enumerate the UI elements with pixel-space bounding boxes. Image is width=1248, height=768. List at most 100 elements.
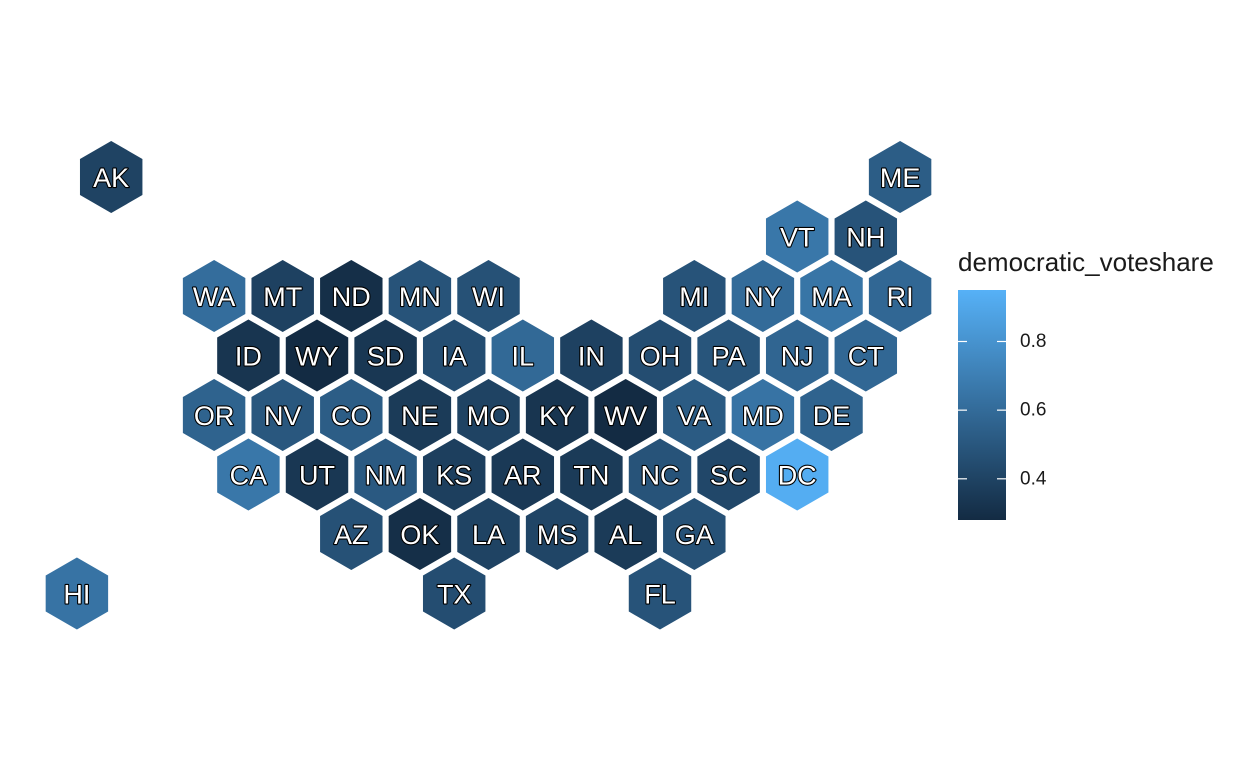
state-hex-va: VA xyxy=(660,376,729,454)
state-label: SC xyxy=(710,461,748,491)
state-label: AL xyxy=(609,520,642,550)
state-hex-sc: SC xyxy=(694,435,763,514)
state-label: MN xyxy=(399,282,441,312)
state-label: CO xyxy=(331,401,372,431)
state-hex-mn: MN xyxy=(386,257,454,335)
state-hex-nm: NM xyxy=(351,435,420,514)
hex-tile xyxy=(180,257,248,335)
state-label: DC xyxy=(778,461,817,491)
state-hex-wy: WY xyxy=(283,316,351,395)
state-label: MA xyxy=(811,282,852,312)
state-hex-or: OR xyxy=(180,376,248,454)
state-hex-fl: FL xyxy=(626,554,694,633)
hex-tile xyxy=(386,495,454,573)
hex-tile xyxy=(351,316,420,395)
state-hex-wa: WA xyxy=(180,257,248,335)
state-label: TN xyxy=(573,461,609,491)
state-label: MO xyxy=(467,401,511,431)
state-label: IA xyxy=(441,342,467,372)
state-hex-wv: WV xyxy=(591,376,660,454)
state-hex-ne: NE xyxy=(386,376,454,454)
state-label: NM xyxy=(365,461,407,491)
hex-tile xyxy=(351,435,420,514)
state-label: IN xyxy=(578,342,605,372)
hex-tile xyxy=(454,376,523,454)
hex-tile xyxy=(557,316,626,395)
state-label: AK xyxy=(93,163,129,193)
hex-tile xyxy=(489,435,557,514)
state-label: MS xyxy=(537,520,578,550)
state-label: VA xyxy=(677,401,711,431)
hex-tile xyxy=(626,554,694,633)
hex-tile xyxy=(729,376,797,454)
state-label: KY xyxy=(539,401,575,431)
state-hex-hi: HI xyxy=(43,554,111,633)
state-hex-co: CO xyxy=(317,376,386,454)
hex-tile xyxy=(866,257,934,335)
state-hex-nd: ND xyxy=(317,257,386,335)
hex-tile xyxy=(797,257,866,335)
hex-tile xyxy=(214,316,283,395)
state-label: NJ xyxy=(781,342,814,372)
state-hex-ca: CA xyxy=(214,435,283,514)
hex-tile xyxy=(248,257,317,335)
state-label: NH xyxy=(846,223,885,253)
state-hex-il: IL xyxy=(489,316,557,395)
state-hex-me: ME xyxy=(866,138,934,216)
state-label: VT xyxy=(780,223,815,253)
state-label: GA xyxy=(675,520,714,550)
hex-tile xyxy=(386,376,454,454)
legend-title: democratic_voteshare xyxy=(958,247,1214,277)
state-hex-pa: PA xyxy=(694,316,763,395)
hex-tile xyxy=(283,316,351,395)
hex-tile xyxy=(797,376,866,454)
hex-tile xyxy=(694,435,763,514)
state-hex-vt: VT xyxy=(763,197,831,276)
state-label: MI xyxy=(679,282,709,312)
hex-tile xyxy=(832,316,900,395)
hex-tile xyxy=(591,376,660,454)
state-hex-mt: MT xyxy=(248,257,317,335)
state-label: WY xyxy=(295,342,339,372)
state-label: DE xyxy=(813,401,851,431)
hex-tile xyxy=(523,376,591,454)
hex-tile xyxy=(317,376,386,454)
hex-tile xyxy=(763,197,831,276)
state-label: NY xyxy=(744,282,782,312)
state-label: PA xyxy=(712,342,746,372)
hex-tile xyxy=(420,316,488,395)
state-label: AZ xyxy=(334,520,369,550)
hex-tile xyxy=(763,316,831,395)
state-label: ME xyxy=(880,163,921,193)
legend-tick-label: 0.6 xyxy=(1020,400,1046,421)
state-hex-ks: KS xyxy=(420,435,488,514)
state-label: ID xyxy=(235,342,262,372)
hex-tile xyxy=(77,138,145,216)
state-label: WI xyxy=(472,282,505,312)
state-label: NV xyxy=(264,401,302,431)
state-label: TX xyxy=(437,580,472,610)
legend: democratic_voteshare 0.40.60.8 xyxy=(958,247,1214,520)
hex-tile xyxy=(660,376,729,454)
state-hex-oh: OH xyxy=(626,316,694,395)
legend-tick-label: 0.8 xyxy=(1020,331,1046,352)
state-label: CT xyxy=(848,342,884,372)
state-hex-ia: IA xyxy=(420,316,488,395)
hex-tile xyxy=(626,435,694,514)
state-label: NE xyxy=(401,401,439,431)
hex-tile xyxy=(420,554,488,633)
hex-tile xyxy=(591,495,660,573)
state-hex-md: MD xyxy=(729,376,797,454)
state-hex-nh: NH xyxy=(832,197,900,276)
hex-tile xyxy=(660,495,729,573)
hex-tile xyxy=(283,435,351,514)
state-hex-tx: TX xyxy=(420,554,488,633)
state-hex-id: ID xyxy=(214,316,283,395)
state-label: MD xyxy=(742,401,784,431)
state-hex-sd: SD xyxy=(351,316,420,395)
state-label: LA xyxy=(472,520,505,550)
hex-tile xyxy=(180,376,248,454)
state-hex-nc: NC xyxy=(626,435,694,514)
state-label: OR xyxy=(194,401,235,431)
